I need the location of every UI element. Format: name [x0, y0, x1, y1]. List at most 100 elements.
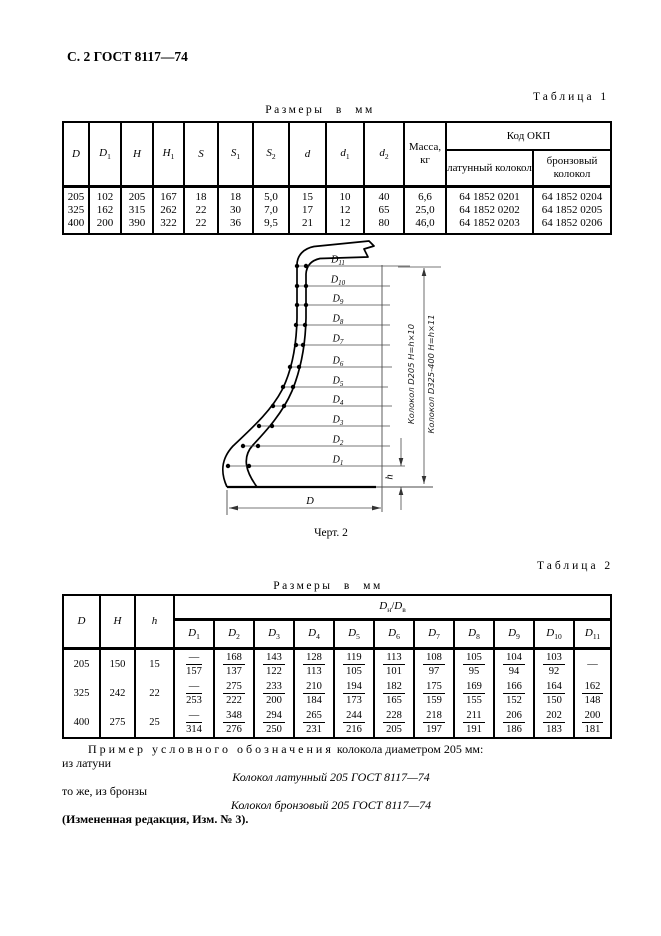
table-cell: 46,0	[403, 217, 446, 234]
table-cell: 315	[120, 204, 153, 217]
arrow-down-icon	[398, 458, 404, 466]
profile-dot	[294, 302, 300, 308]
profile-dot	[303, 283, 309, 289]
table-cell: 10	[325, 186, 364, 204]
arrow-right-icon	[372, 505, 381, 511]
bronze-designation: Колокол бронзовый 205 ГОСТ 8117—74	[230, 798, 432, 812]
table-cell: 12	[325, 204, 364, 217]
fraction-value: —314	[185, 709, 203, 735]
designation-example: Пример условного обозначения колокола ди…	[62, 742, 600, 826]
table-cell: 167	[152, 186, 184, 204]
table-cell: 205	[62, 648, 100, 679]
profile-dot	[290, 384, 296, 390]
brass-label: из латуни	[62, 756, 112, 770]
table-cell: 21	[288, 217, 326, 234]
arrow-up-icon	[398, 487, 404, 495]
table-cell: 12	[325, 217, 364, 234]
d-dimension-label: D	[305, 496, 314, 507]
example-intro-rest: колокола диаметром 205 мм:	[333, 742, 484, 756]
table-cell: —314	[173, 708, 214, 738]
table-cell: 400	[62, 708, 100, 738]
table-cell: 15	[134, 648, 174, 679]
t2-subcolumn-header: D11	[573, 619, 611, 650]
diameter-label: D11	[330, 255, 345, 268]
profile-dot	[303, 263, 309, 269]
t2-subcolumn-header: D8	[453, 619, 494, 650]
table-cell: 80	[363, 217, 404, 234]
diameter-label: D3	[332, 415, 344, 428]
table-cell: 322	[152, 217, 184, 234]
profile-dot	[225, 463, 231, 469]
profile-dot	[293, 322, 299, 328]
arrow-down-icon	[421, 476, 427, 484]
table-cell: 64 1852 0202	[445, 204, 533, 217]
table-cell: 6,6	[403, 186, 446, 204]
bronze-label: то же, из бронзы	[62, 784, 148, 798]
table-cell: 325	[62, 679, 100, 708]
table2-label: Таблица 2	[537, 560, 614, 572]
profile-dot	[256, 423, 262, 429]
t2-subcolumn-header: D4	[293, 619, 334, 650]
t2-column-header: D	[62, 595, 100, 650]
table-cell: —253	[173, 679, 214, 708]
table-cell: 390	[120, 217, 153, 234]
t2-subcolumn-header: D9	[493, 619, 534, 650]
diameter-label: D8	[332, 314, 344, 327]
t1-column-header: D	[62, 122, 89, 188]
table-cell: 25	[134, 708, 174, 738]
table-cell: 64 1852 0204	[531, 186, 612, 204]
t1-column-header: d	[288, 122, 326, 188]
table1-label: Таблица 1	[533, 91, 610, 103]
profile-dot	[270, 403, 276, 409]
t1-column-header: D1	[88, 122, 121, 188]
profile-dot	[280, 384, 286, 390]
t2-group-header: Dн/Dв	[173, 595, 611, 621]
t1-mass-header: Масса,кг	[403, 122, 446, 188]
table-cell: 242	[99, 679, 135, 708]
diameter-label: D2	[332, 435, 344, 448]
profile-dot	[294, 263, 300, 269]
table-cell: 65	[363, 204, 404, 217]
table1-caption: Размеры в мм	[265, 104, 375, 116]
profile-dot	[294, 283, 300, 289]
table-cell: 30	[217, 204, 253, 217]
table-cell: 36	[217, 217, 253, 234]
profile-dot	[255, 443, 261, 449]
t2-subcolumn-header: D10	[533, 619, 574, 650]
profile-dot	[240, 443, 246, 449]
diameter-label: D5	[332, 376, 344, 389]
table-cell: 102	[88, 186, 121, 204]
